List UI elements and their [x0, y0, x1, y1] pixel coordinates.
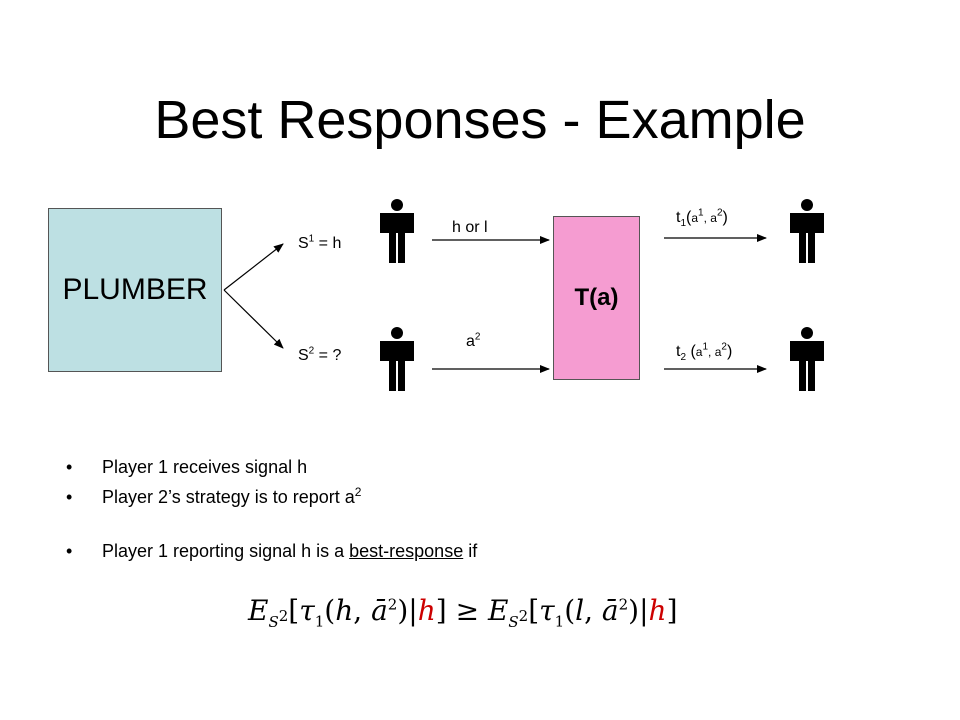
person-icon	[790, 199, 824, 263]
arrow-to-s1	[223, 243, 284, 291]
plumber-label: PLUMBER	[62, 273, 208, 306]
payment-2-label: t2 (a1, a2)	[676, 341, 733, 364]
person-icon	[380, 327, 414, 391]
report-2-label: a2	[466, 331, 481, 350]
bullet-item: • Player 2’s strategy is to report a2	[66, 485, 362, 507]
payment-1-label: t1(a1, a2)	[676, 207, 728, 230]
signal-2-label: S2 = ?	[298, 345, 342, 364]
person-icon	[380, 199, 414, 263]
best-response-inequality: ES2[τ1(h, ā2)|h] ≥ ES2[τ1(l, ā2)|h]	[248, 594, 678, 631]
bullet-item: • Player 1 receives signal h	[66, 457, 308, 477]
arrow-to-s2	[223, 289, 284, 349]
page-title: Best Responses - Example	[154, 90, 806, 150]
bullet-list: • Player 1 receives signal h • Player 2’…	[66, 455, 946, 563]
plumber-box: PLUMBER	[48, 208, 222, 372]
best-response-term: best-response	[349, 541, 464, 561]
person-icon	[790, 327, 824, 391]
t-function-label: T(a)	[574, 284, 619, 311]
t-function-box: T(a)	[553, 216, 640, 380]
bullet-item: • Player 1 reporting signal h is a best-…	[66, 541, 478, 561]
report-1-label: h or l	[452, 219, 488, 236]
signal-1-label: S1 = h	[298, 233, 342, 252]
